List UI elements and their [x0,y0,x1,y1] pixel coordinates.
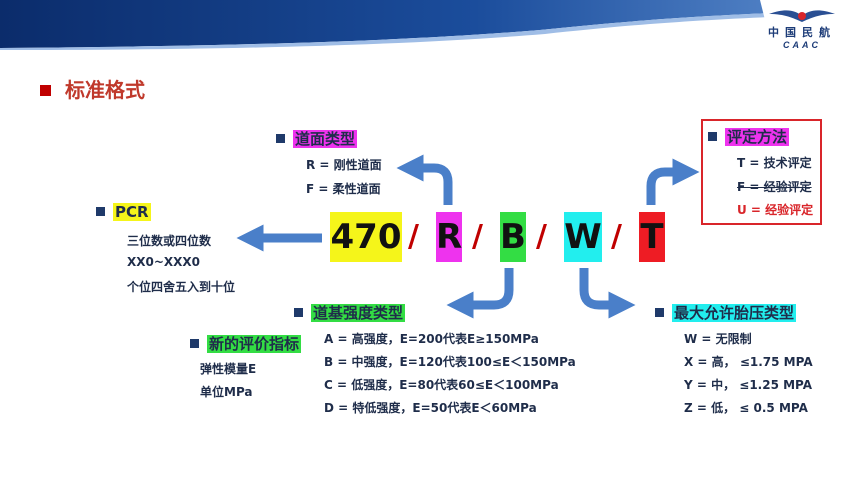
slash-3: / [536,219,547,254]
bullet-square-icon [655,308,664,317]
code-tire: W [564,212,602,262]
subgrade-line: C = 低强度，E=80代表60≤E＜100MPa [324,378,559,392]
subgrade-line: B = 中强度，E=120代表100≤E＜150MPa [324,355,576,369]
bullet-square-icon [294,308,303,317]
pavement-section: 道面类型 [276,128,358,149]
logo-text-en: CAAC [783,40,821,50]
tire-line: Y = 中， ≤1.25 MPA [684,378,813,392]
pavement-line: R = 刚性道面 [306,158,382,172]
pcr-label: PCR [113,203,151,221]
tire-section: 最大允许胎压类型 [655,302,797,323]
bullet-square-icon [40,85,51,96]
page-title: 标准格式 [40,74,145,103]
pcr-section: PCR [96,202,151,221]
pcr-line: 三位数或四位数 [127,234,212,248]
wings-icon [769,10,835,22]
new-index-label: 新的评价指标 [207,335,302,353]
bullet-square-icon [96,207,105,216]
subgrade-section: 道基强度类型 [294,302,406,323]
header-banner: 中国民航 CAAC [0,0,865,50]
bullet-square-icon [276,134,285,143]
pavement-line: F = 柔性道面 [306,182,381,196]
tire-line: X = 高， ≤1.75 MPA [684,355,813,369]
caac-logo: 中国民航 CAAC [757,4,847,50]
tire-line: W = 无限制 [684,332,752,346]
slash-4: / [611,219,622,254]
arrow-to-tire [579,268,636,319]
code-value: 470 [330,212,402,262]
new-index-line: 弹性模量E [200,362,257,376]
new-index-line: 单位MPa [200,385,253,399]
evaluation-box [701,119,822,225]
subgrade-line: A = 高强度，E=200代表E≥150MPa [324,332,539,346]
subgrade-line: D = 特低强度，E=50代表E＜60MPa [324,401,537,415]
tire-label: 最大允许胎压类型 [672,304,797,322]
bullet-square-icon [708,132,717,141]
evaluation-section: 评定方法 [708,126,790,147]
arrow-to-subgrade [446,268,514,319]
evaluation-line: F = 经验评定 [737,180,812,194]
arrow-to-evaluation [646,158,700,205]
logo-text-cn: 中国民航 [768,26,836,39]
code-evaluation: T [639,212,665,262]
evaluation-line: U = 经验评定 [737,203,814,217]
slash-1: / [408,219,419,254]
pavement-label: 道面类型 [293,130,358,148]
pcr-line: XX0~XXX0 [127,255,201,269]
evaluation-line: T = 技术评定 [737,156,812,170]
slash-2: / [472,219,483,254]
evaluation-label: 评定方法 [725,128,790,146]
pcr-line: 个位四舍五入到十位 [127,280,236,294]
code-pavement: R [436,212,462,262]
subgrade-label: 道基强度类型 [311,304,406,322]
tire-line: Z = 低， ≤ 0.5 MPA [684,401,808,415]
new-index-section: 新的评价指标 [190,333,302,354]
bullet-square-icon [190,339,199,348]
arrow-to-pavement [396,154,453,205]
code-subgrade: B [500,212,526,262]
